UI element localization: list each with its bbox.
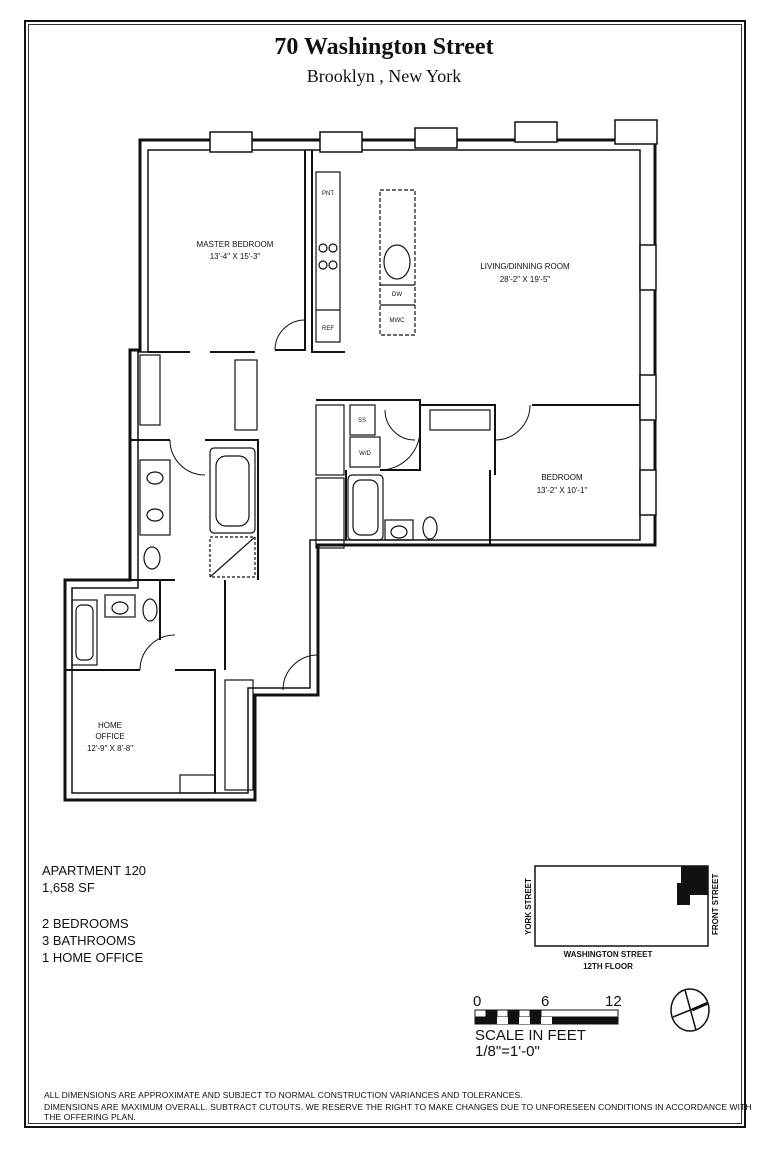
office-label: HOME [98, 721, 122, 730]
interior-walls [65, 150, 640, 793]
door-swings [139, 319, 531, 691]
floor-label: 12TH FLOOR [583, 962, 633, 971]
apartment-area: 1,658 SF [42, 880, 95, 895]
scale-tick-6: 6 [541, 993, 549, 1010]
apartment-number: APARTMENT 120 [42, 863, 147, 878]
sink-label: SS [358, 418, 366, 424]
closets [139, 354, 491, 794]
kitchen [315, 171, 416, 343]
refrigerator-label: REF [322, 326, 334, 332]
office-count: 1 HOME OFFICE [42, 950, 144, 965]
page-title: 70 Washington Street [274, 34, 494, 60]
living-room-size: 28'-2" X 19'-5" [500, 275, 551, 284]
inner-border [28, 24, 742, 1124]
stove-icon [318, 243, 338, 270]
scale-bar: 0 6 12 SCALE IN FEET 1/8"=1'-0" [473, 993, 622, 1060]
office-size: 12'-9" X 8'-8" [87, 744, 133, 753]
scale-label: SCALE IN FEET [475, 1027, 586, 1044]
microwave-label: MWC [390, 318, 406, 324]
bedroom-label: BEDROOM [541, 473, 583, 482]
master-bedroom-size: 13'-4" X 15'-3" [210, 252, 261, 261]
bathroom-fixtures [71, 404, 438, 666]
apartment-summary: APARTMENT 120 1,658 SF [42, 862, 146, 896]
scale-tick-0: 0 [473, 993, 481, 1010]
windows [209, 119, 658, 516]
bedroom-count: 2 BEDROOMS [42, 916, 129, 931]
disclaimer-line-1: ALL DIMENSIONS ARE APPROXIMATE AND SUBJE… [44, 1090, 523, 1100]
exterior-wall-inner [71, 149, 641, 794]
bedroom-size: 13'-2" X 10'-1" [537, 486, 588, 495]
office-label-2: OFFICE [95, 732, 124, 741]
page-subtitle: Brooklyn , New York [306, 66, 462, 86]
bathroom-count: 3 BATHROOMS [42, 933, 136, 948]
front-street-label: FRONT STREET [711, 874, 720, 935]
key-plan: YORK STREET FRONT STREET WASHINGTON STRE… [524, 865, 720, 971]
disclaimer-line-2: DIMENSIONS ARE MAXIMUM OVERALL. SUBTRACT… [44, 1102, 752, 1122]
york-street-label: YORK STREET [524, 878, 533, 935]
washington-street-label: WASHINGTON STREET [564, 950, 653, 959]
scale-ratio: 1/8"=1'-0" [475, 1043, 540, 1060]
scale-tick-12: 12 [605, 993, 622, 1010]
living-room-label: LIVING/DINNING ROOM [480, 262, 570, 271]
pantry-label: PNT [322, 191, 334, 197]
north-arrow-icon [670, 988, 710, 1032]
outer-border [24, 20, 746, 1128]
dishwasher-label: DW [392, 292, 402, 298]
exterior-wall [63, 138, 657, 802]
master-bedroom-label: MASTER BEDROOM [197, 240, 274, 249]
washer-dryer-label: W/D [359, 451, 371, 457]
apartment-features: 2 BEDROOMS 3 BATHROOMS 1 HOME OFFICE [42, 915, 143, 966]
